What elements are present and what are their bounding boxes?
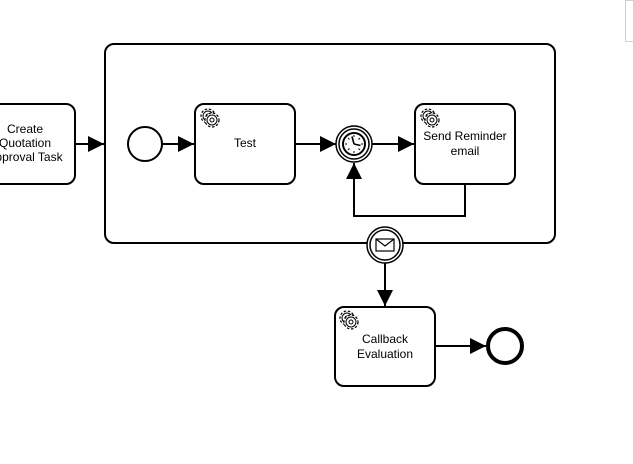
service-task-callback-evaluation[interactable]: Callback Evaluation xyxy=(334,306,436,387)
service-task-send-reminder[interactable]: Send Reminder email xyxy=(414,103,516,185)
flow-send-reminder-to-timer[interactable] xyxy=(346,163,466,217)
timer-event[interactable] xyxy=(335,125,373,163)
clock-icon xyxy=(342,132,366,156)
task-create-quotation[interactable]: Create Quotation Approval Task xyxy=(0,103,76,185)
end-event[interactable] xyxy=(486,327,524,365)
task-create-quotation-line-2: Quotation xyxy=(0,136,51,150)
task-create-quotation-line-3: Approval Task xyxy=(0,150,64,164)
service-task-callback-line-1: Callback xyxy=(362,332,409,346)
service-task-test-label: Test xyxy=(234,136,257,150)
panel-edge-tab[interactable] xyxy=(625,0,633,42)
subprocess-container[interactable] xyxy=(104,43,556,244)
start-event[interactable] xyxy=(127,126,163,162)
task-create-quotation-line-1: Create xyxy=(7,122,43,136)
service-task-send-reminder-line-1: Send Reminder xyxy=(423,129,506,143)
gear-icon xyxy=(420,108,440,128)
service-task-send-reminder-line-2: email xyxy=(451,144,480,158)
service-task-test[interactable]: Test xyxy=(194,103,296,185)
envelope-icon xyxy=(375,238,395,252)
gear-icon xyxy=(339,310,359,330)
gear-icon xyxy=(200,108,220,128)
service-task-callback-line-2: Evaluation xyxy=(357,347,413,361)
message-boundary-event[interactable] xyxy=(366,226,404,264)
